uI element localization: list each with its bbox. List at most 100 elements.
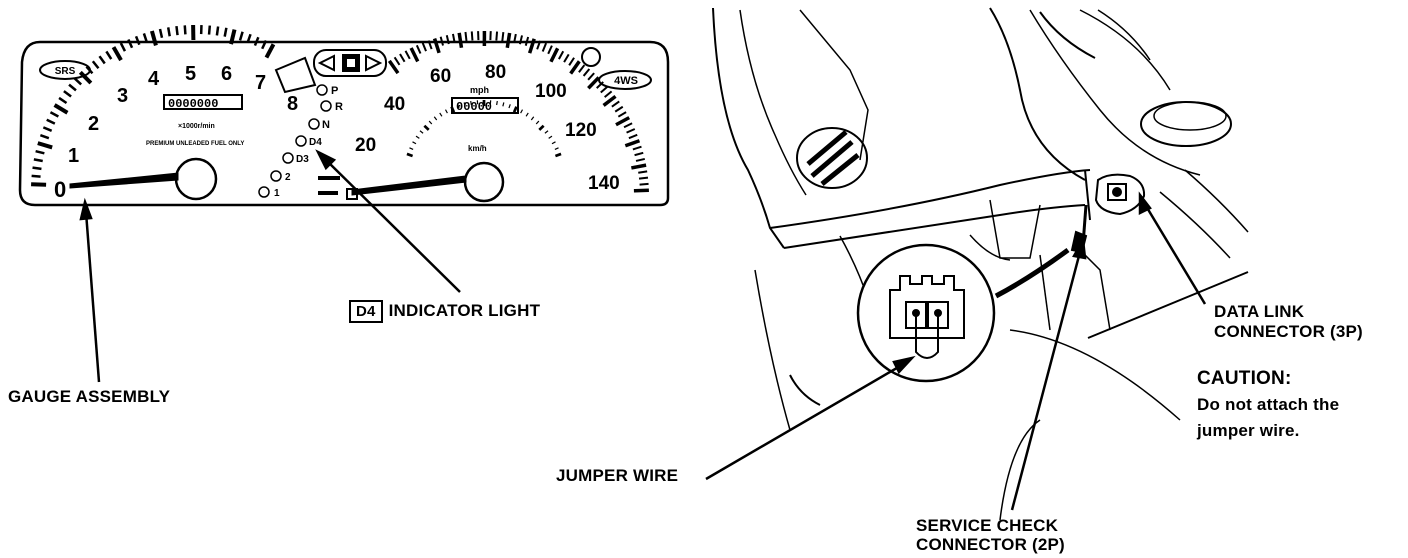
tach-odometer-digits: 0000000 bbox=[168, 97, 218, 111]
gauge-tick bbox=[527, 38, 536, 54]
gauge-tick bbox=[404, 50, 411, 60]
gauge-tick bbox=[611, 100, 620, 108]
gauge-tick bbox=[31, 182, 47, 187]
gauge-tick bbox=[569, 60, 581, 75]
gauge-tick bbox=[119, 42, 127, 52]
gauge-tick bbox=[632, 145, 642, 151]
gauge-tick bbox=[547, 45, 553, 55]
gauge-tick bbox=[633, 188, 649, 193]
jumper-wire-label: JUMPER WIRE bbox=[556, 466, 679, 485]
gauge-tick bbox=[520, 109, 524, 114]
gauge-tick bbox=[166, 27, 171, 37]
speed-zero-mark bbox=[346, 188, 358, 200]
gauge-tick bbox=[518, 35, 523, 45]
gauge-tick bbox=[98, 55, 106, 65]
speed-number: 40 bbox=[384, 94, 405, 115]
gauge-tick bbox=[58, 96, 68, 105]
turn-signal-cluster bbox=[313, 49, 387, 77]
gauge-tick bbox=[470, 100, 472, 106]
service-check-label-line1: SERVICE CHECK bbox=[916, 516, 1059, 535]
tach-number: 4 bbox=[148, 68, 160, 90]
srs-badge-text: SRS bbox=[55, 66, 76, 77]
gauge-assembly bbox=[18, 24, 670, 207]
speed-number: 20 bbox=[355, 135, 376, 156]
gauge-tick bbox=[530, 116, 535, 121]
leader-lines-right bbox=[705, 191, 1207, 511]
speedometer-scale bbox=[387, 30, 649, 193]
gauge-tick bbox=[423, 124, 430, 131]
gauge-tick bbox=[412, 141, 417, 145]
gauge-tick bbox=[602, 94, 617, 107]
gauge-tick bbox=[535, 120, 540, 125]
tach-needle bbox=[69, 172, 179, 189]
srs-badge-oval bbox=[39, 60, 91, 80]
gauge-tick bbox=[432, 38, 441, 54]
speed-needle bbox=[351, 175, 467, 196]
gauge-tick bbox=[261, 40, 268, 50]
gauge-tick bbox=[427, 40, 433, 50]
gauge-tick bbox=[49, 111, 59, 118]
gauge-tick bbox=[470, 31, 474, 41]
speed-odometer-digits: 00000 bbox=[456, 100, 492, 114]
magnified-connector-view bbox=[856, 243, 996, 383]
gauge-tick bbox=[538, 124, 545, 131]
gauge-tick bbox=[46, 118, 56, 125]
tach-number: 7 bbox=[255, 72, 266, 94]
d4-symbol-box: D4 bbox=[349, 300, 383, 323]
gauge-tick bbox=[415, 44, 422, 54]
gauge-tick bbox=[399, 53, 406, 63]
gauge-tick bbox=[183, 25, 187, 35]
tach-number: 1 bbox=[68, 145, 79, 167]
gauge-tick bbox=[78, 70, 93, 85]
gear-letter: 1 bbox=[274, 188, 280, 199]
tach-number: 0 bbox=[54, 177, 66, 202]
gauge-tick bbox=[53, 103, 69, 115]
gauge-tick bbox=[463, 102, 466, 107]
fuel-note-text: PREMIUM UNLEADED FUEL ONLY bbox=[146, 141, 244, 147]
gauge-tick bbox=[568, 57, 575, 66]
gauge-tick bbox=[505, 32, 512, 49]
caution-line1: Do not attach the bbox=[1197, 395, 1340, 414]
gauge-tick bbox=[457, 104, 460, 109]
gauge-tick bbox=[35, 149, 45, 155]
gauge-tick bbox=[439, 36, 444, 46]
gauge-tick bbox=[548, 135, 553, 139]
dashboard-underside-drawing bbox=[712, 7, 1249, 521]
gauge-tick bbox=[615, 116, 631, 127]
speed-number: 60 bbox=[430, 66, 451, 87]
gauge-tick bbox=[229, 29, 237, 45]
tach-number: 8 bbox=[287, 93, 298, 115]
caution-title: CAUTION: bbox=[1197, 368, 1292, 389]
gear-letter: D3 bbox=[296, 154, 309, 165]
kmh-inner-scale bbox=[406, 100, 562, 158]
gauge-tick bbox=[415, 135, 420, 139]
gauge-tick bbox=[536, 40, 542, 50]
tach-units-text: ×1000r/min bbox=[178, 123, 215, 130]
mph-unit-text: mph bbox=[470, 85, 489, 95]
gauge-tick bbox=[134, 35, 141, 46]
gauge-tick bbox=[387, 59, 400, 75]
gauge-tick bbox=[421, 42, 427, 52]
gauge-tick bbox=[501, 32, 505, 42]
gauge-tick bbox=[635, 157, 646, 162]
gauge-tick bbox=[444, 109, 448, 114]
gauge-tick bbox=[142, 33, 148, 43]
gauge-tick bbox=[433, 116, 438, 121]
gauge-tick bbox=[91, 60, 100, 70]
tach-number: 3 bbox=[117, 85, 128, 107]
gauge-tick bbox=[149, 30, 158, 46]
gauge-tick bbox=[111, 46, 123, 62]
gauge-tick bbox=[39, 134, 50, 140]
gauge-tick bbox=[614, 105, 624, 113]
gear-letter: D4 bbox=[309, 137, 322, 148]
gauge-tick bbox=[525, 112, 529, 117]
gauge-tick bbox=[223, 27, 228, 37]
gauge-tick bbox=[638, 176, 649, 180]
gauge-tick bbox=[42, 126, 53, 132]
data-link-label-line2: CONNECTOR (3P) bbox=[1214, 322, 1363, 341]
gauge-tick bbox=[508, 104, 511, 109]
gauge-panel-outline bbox=[18, 40, 670, 207]
gear-letter: 2 bbox=[285, 172, 291, 183]
gauge-tick bbox=[631, 163, 647, 170]
